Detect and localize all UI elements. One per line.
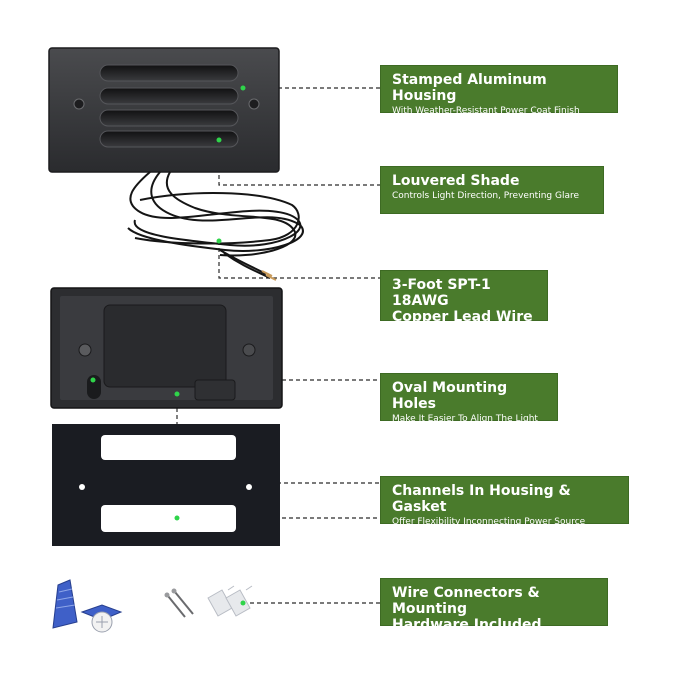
connector-dot-gasket-channel [174, 515, 180, 521]
gasket-icon [52, 424, 280, 546]
connector-dot-shade [216, 137, 222, 143]
callout-channels: Channels In Housing & Gasket Offer Flexi… [380, 476, 629, 527]
coiled-lead-wire-icon [127, 171, 304, 281]
connector-dots [90, 85, 246, 606]
callout-title: Louvered Shade [392, 173, 520, 189]
housing-back-icon [50, 287, 283, 409]
connector-dot-oval-hole [90, 377, 96, 383]
callout-oval-mounting-holes: Oval Mounting Holes Make It Easier To Al… [380, 373, 558, 424]
callout-lead-wire: 3-Foot SPT-1 18AWG Copper Lead Wire [380, 270, 548, 325]
connector-dot-wire [216, 238, 222, 244]
screw-icon [164, 588, 194, 618]
callout-title: Stamped Aluminum Housing [392, 72, 547, 104]
callout-subtitle: With Weather-Resistant Power Coat Finish [392, 106, 580, 116]
connector-dot-housing [240, 85, 246, 91]
callout-title: Channels In Housing & Gasket [392, 483, 571, 515]
callout-subtitle: Make It Easier To Align The Light [392, 414, 538, 424]
wall-anchor-icon [207, 585, 253, 617]
callout-subtitle: Controls Light Direction, Preventing Gla… [392, 191, 579, 201]
wire-nut-icon [52, 579, 123, 633]
callout-louvered-shade: Louvered Shade Controls Light Direction,… [380, 166, 604, 214]
callout-title: Oval Mounting Holes [392, 380, 508, 412]
callout-title: 3-Foot SPT-1 18AWG Copper Lead Wire [392, 277, 533, 325]
callout-subtitle: Offer Flexibility Inconnecting Power Sou… [392, 517, 586, 527]
connector-dot-housing-channel [174, 391, 180, 397]
callout-title: Wire Connectors & Mounting Hardware Incl… [392, 585, 542, 633]
callout-housing: Stamped Aluminum Housing With Weather-Re… [380, 65, 618, 116]
leader-line-wire [218, 241, 380, 279]
step-light-housing-icon [48, 47, 280, 173]
connector-dot-hardware [240, 600, 246, 606]
callout-hardware: Wire Connectors & Mounting Hardware Incl… [380, 578, 608, 633]
